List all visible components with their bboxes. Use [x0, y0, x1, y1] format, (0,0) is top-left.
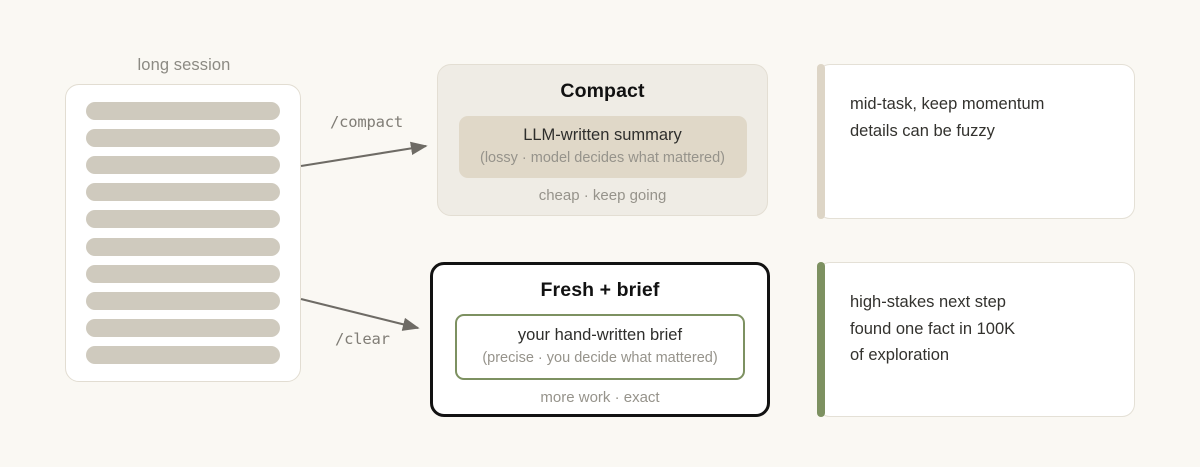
session-transcript-bar: [86, 318, 280, 337]
session-transcript-bar: [86, 210, 280, 229]
session-transcript-bar: [86, 291, 280, 310]
compact-card[interactable]: Compact LLM-written summary (lossy · mod…: [437, 64, 768, 216]
session-transcript-bar: [86, 183, 280, 202]
fresh-inner-main: your hand-written brief: [517, 326, 683, 344]
session-label: long session: [137, 56, 231, 74]
long-session-card: [65, 84, 301, 382]
compact-inner-box: LLM-written summary (lossy · model decid…: [458, 116, 747, 179]
session-transcript-bar: [86, 237, 280, 256]
fresh-card[interactable]: Fresh + brief your hand-written brief (p…: [430, 262, 770, 417]
fresh-inner-box: your hand-written brief (precise · you d…: [455, 314, 745, 381]
note-card-compact: mid-task, keep momentum details can be f…: [817, 64, 1135, 219]
fresh-card-title: Fresh + brief: [540, 279, 660, 301]
session-transcript-bar: [86, 156, 280, 175]
note-line: found one fact in 100K: [850, 319, 1016, 338]
note-line: mid-task, keep momentum: [850, 95, 1045, 113]
note-line: of exploration: [850, 346, 950, 365]
note-line: details can be fuzzy: [850, 121, 995, 140]
fresh-inner-sub: (precise · you decide what mattered): [482, 349, 718, 366]
arrow-label-clear: /clear: [335, 330, 390, 348]
arrow-compact: [300, 141, 428, 168]
arrow-label-compact: /compact: [330, 113, 404, 131]
compact-inner-main: LLM-written summary: [523, 126, 682, 144]
compact-card-title: Compact: [560, 80, 645, 102]
compact-inner-sub: (lossy · model decides what mattered): [480, 149, 725, 166]
arrow-clear: [300, 297, 420, 331]
session-transcript-bar: [86, 345, 280, 364]
compact-card-footer: cheap · keep going: [538, 187, 667, 205]
note-accent-bar-green: [817, 262, 825, 417]
fresh-card-footer: more work · exact: [540, 389, 660, 407]
note-accent-bar-tan: [817, 64, 825, 219]
session-transcript-bar: [86, 264, 280, 283]
session-transcript-bar: [86, 102, 280, 120]
note-card-fresh: high-stakes next step found one fact in …: [817, 262, 1135, 417]
note-line: high-stakes next step: [850, 293, 1006, 311]
session-transcript-bar: [86, 129, 280, 148]
